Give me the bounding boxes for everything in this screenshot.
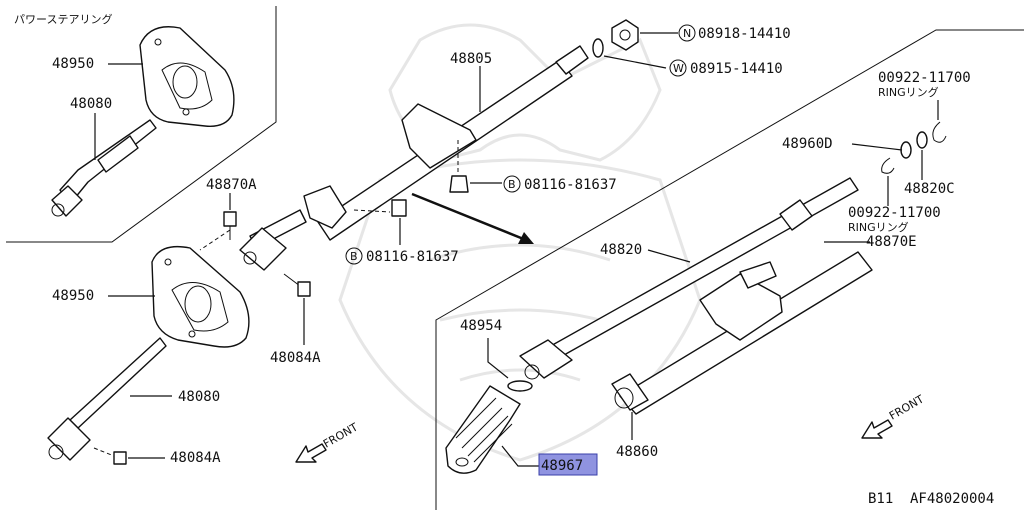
label-48860[interactable]: 48860 <box>616 444 658 460</box>
leader-48967 <box>501 445 540 467</box>
column-48870E <box>619 251 873 415</box>
divider-line <box>435 29 1024 510</box>
nut-icon <box>611 19 639 51</box>
marker-bolt-b <box>345 247 363 265</box>
bolt-48870A <box>223 211 237 240</box>
marker-nut <box>678 24 696 42</box>
washer-marker-letter: W <box>673 62 684 75</box>
label-48950-top[interactable]: 48950 <box>52 56 94 72</box>
label-washer[interactable]: 08915-14410 <box>690 61 783 77</box>
clamp-48860 <box>611 373 649 411</box>
bolt-b-icon <box>353 199 407 217</box>
leader-48820 <box>647 249 691 263</box>
column-48805 <box>239 45 589 271</box>
inset-border <box>6 6 277 243</box>
label-48954[interactable]: 48954 <box>460 318 502 334</box>
dash-48870A <box>199 229 231 251</box>
cover-48950-mid <box>151 245 250 348</box>
marker-bolt-a <box>503 175 521 193</box>
shaft-48820 <box>519 177 859 380</box>
leader-48954 <box>487 338 509 379</box>
label-48805[interactable]: 48805 <box>450 51 492 67</box>
label-48084A-bot[interactable]: 48084A <box>170 450 221 466</box>
front-arrow-right-icon <box>861 419 893 439</box>
label-front-right: FRONT <box>887 392 926 422</box>
bolt-48084A-bot <box>93 447 127 465</box>
front-arrow-left-icon <box>295 443 327 463</box>
label-48870A[interactable]: 48870A <box>206 177 257 193</box>
shaft-48080-bot <box>47 337 167 461</box>
label-ring-top-txt: RINGリング <box>878 85 939 99</box>
marker-washer <box>669 59 687 77</box>
washer-icon <box>592 38 604 58</box>
leader-washer <box>603 55 667 69</box>
ring-top-icon <box>932 121 947 143</box>
highlight-48967[interactable] <box>538 453 598 476</box>
bolt-a-icon <box>449 140 469 193</box>
inset-shaft-48080 <box>51 119 157 217</box>
ring-48954-icon <box>507 380 533 392</box>
label-48820[interactable]: 48820 <box>600 242 642 258</box>
ring-mid-icon <box>881 157 895 174</box>
label-48080-top[interactable]: 48080 <box>70 96 112 112</box>
label-ring-mid-txt: RINGリング <box>848 220 909 234</box>
bolt-48084A-mid <box>283 273 311 297</box>
label-nut[interactable]: 08918-14410 <box>698 26 791 42</box>
footer-code-left: B11 <box>868 491 893 507</box>
label-48950-mid[interactable]: 48950 <box>52 288 94 304</box>
leader-48960D <box>851 143 903 151</box>
bolt-b-marker-letter: B <box>350 250 358 263</box>
label-48820C[interactable]: 48820C <box>904 181 955 197</box>
label-power-steering: パワーステアリング <box>14 12 112 26</box>
label-48960D[interactable]: 48960D <box>782 136 833 152</box>
label-48084A-mid[interactable]: 48084A <box>270 350 321 366</box>
label-ring-top-num[interactable]: 00922-11700 <box>878 70 971 86</box>
label-48870E[interactable]: 48870E <box>866 234 917 250</box>
bolt-a-marker-letter: B <box>508 178 516 191</box>
boot-48967 <box>445 385 521 474</box>
direction-arrow-icon <box>411 192 534 244</box>
nut-marker-letter: N <box>683 27 691 40</box>
label-48080-bot[interactable]: 48080 <box>178 389 220 405</box>
washer-48960D-icon <box>900 131 928 159</box>
label-bolt-b[interactable]: 08116-81637 <box>366 249 459 265</box>
footer-code-right: AF48020004 <box>910 491 994 507</box>
label-front-left: FRONT <box>321 420 360 450</box>
label-bolt-a[interactable]: 08116-81637 <box>524 177 617 193</box>
inset-cover-48950 <box>139 26 235 127</box>
label-ring-mid-num[interactable]: 00922-11700 <box>848 205 941 221</box>
label-48967[interactable]: 48967 <box>541 458 583 474</box>
